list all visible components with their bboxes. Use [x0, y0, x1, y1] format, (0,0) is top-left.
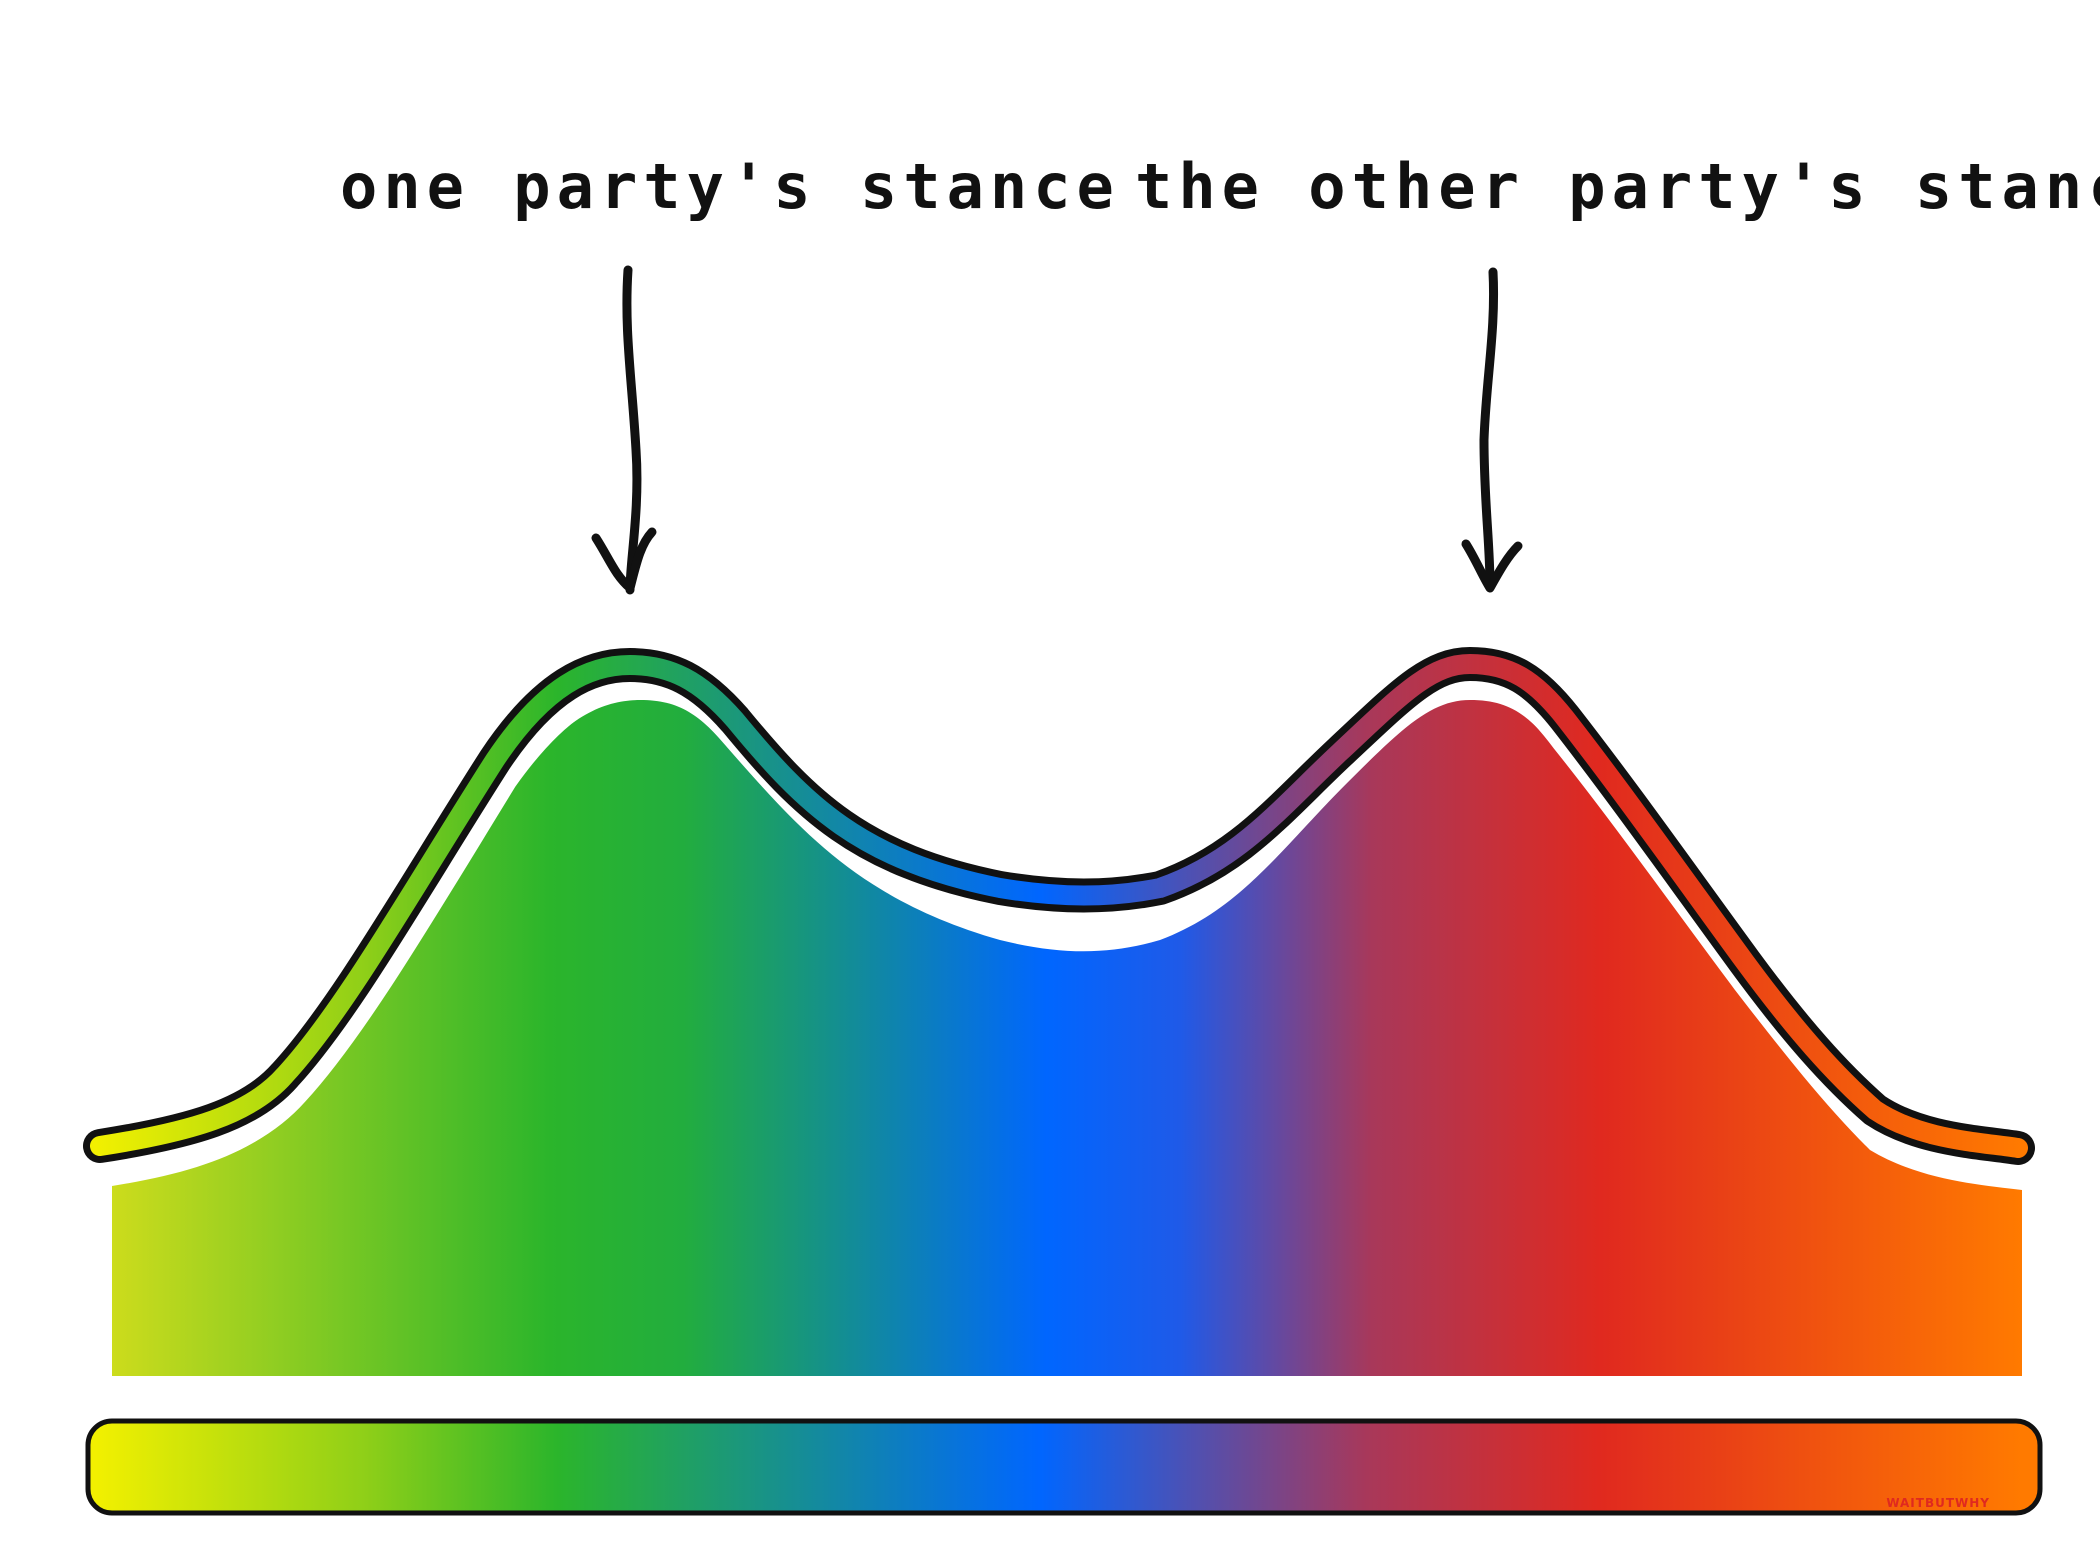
spectrum-bar — [85, 1418, 2043, 1516]
area-halo — [105, 682, 2029, 1189]
curve-band — [90, 654, 2028, 1158]
left-party-label: one party's stance — [340, 150, 1120, 223]
down-arrow-icon — [591, 265, 657, 595]
down-arrow-icon — [1461, 267, 1523, 593]
right-party-label: the other party's stance — [1135, 150, 2100, 223]
distribution-area — [112, 700, 2022, 1376]
watermark: WAITBUTWHY — [1886, 1496, 1990, 1510]
